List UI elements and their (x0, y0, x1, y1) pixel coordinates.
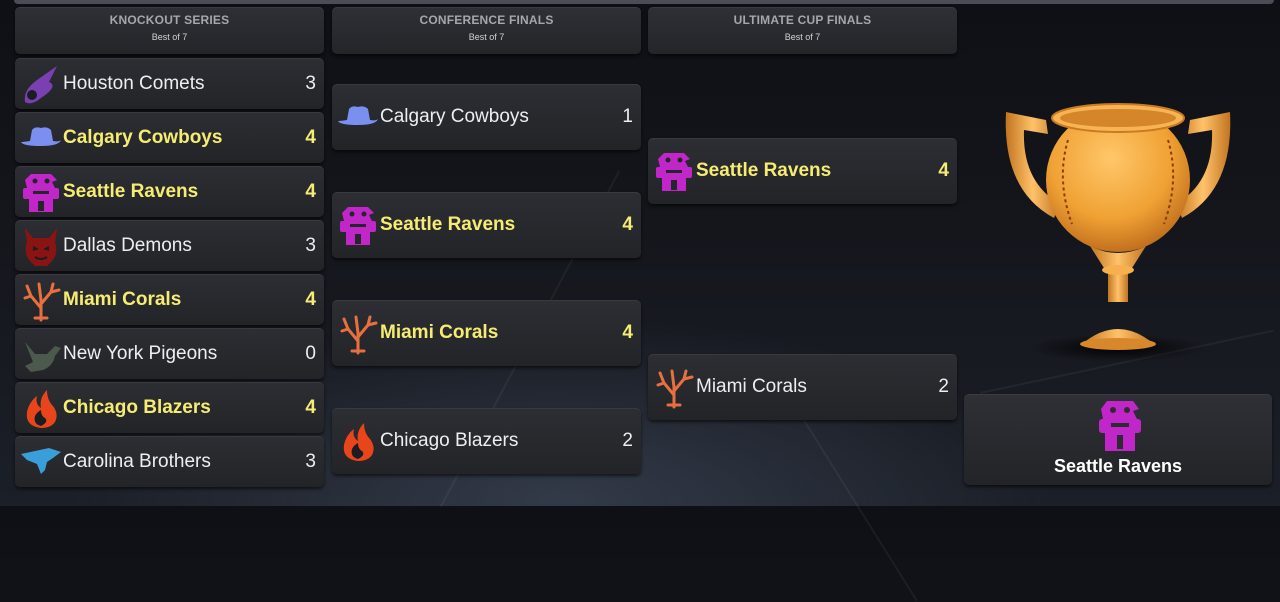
header-title: CONFERENCE FINALS (419, 13, 554, 27)
raven-totem-icon (656, 153, 692, 191)
team-name: Houston Comets (63, 73, 205, 94)
demon-icon (25, 228, 57, 266)
bracket-team-row[interactable]: Seattle Ravens 4 (332, 192, 641, 258)
bracket-team-row[interactable]: Houston Comets 3 (15, 58, 324, 109)
top-scrollbar (14, 0, 1274, 4)
champion-card[interactable]: Seattle Ravens (964, 394, 1272, 485)
series-score: 2 (938, 376, 949, 397)
bracket-team-row[interactable]: Chicago Blazers 4 (15, 382, 324, 433)
cowboy-hat-icon (338, 106, 378, 125)
header-conference-finals: CONFERENCE FINALS Best of 7 (332, 7, 641, 54)
flame-icon (343, 423, 374, 461)
bracket-team-row[interactable]: Seattle Ravens 4 (15, 166, 324, 217)
team-name: Chicago Blazers (63, 397, 211, 418)
cowboy-hat-icon (21, 127, 61, 146)
series-score: 0 (305, 343, 316, 364)
coral-icon (340, 315, 378, 355)
bracket-team-row[interactable]: New York Pigeons 0 (15, 328, 324, 379)
series-score: 3 (305, 451, 316, 472)
team-name: Calgary Cowboys (380, 106, 529, 127)
champion-team-name: Seattle Ravens (1053, 456, 1183, 476)
bracket-team-row[interactable]: Miami Corals 4 (15, 274, 324, 325)
team-name: Dallas Demons (63, 235, 192, 256)
header-title: ULTIMATE CUP FINALS (733, 13, 872, 27)
raven-totem-icon (340, 207, 376, 245)
header-title: KNOCKOUT SERIES (109, 13, 230, 27)
comet-icon (24, 66, 57, 104)
team-name: Seattle Ravens (696, 160, 832, 181)
team-name: Calgary Cowboys (63, 127, 223, 148)
series-score: 4 (622, 322, 633, 343)
raven-totem-icon (23, 174, 59, 212)
series-score: 4 (622, 214, 633, 235)
bracket-team-row[interactable]: Miami Corals 2 (648, 354, 957, 420)
series-score: 4 (305, 397, 316, 418)
team-name: Chicago Blazers (380, 430, 519, 451)
series-score: 4 (938, 160, 949, 181)
series-score: 4 (305, 127, 316, 148)
coral-icon (23, 282, 61, 322)
series-score: 4 (305, 289, 316, 310)
raven-totem-icon (1099, 401, 1141, 451)
flame-icon (26, 390, 57, 428)
team-name: Carolina Brothers (63, 451, 211, 472)
trophy-icon (1005, 103, 1231, 362)
team-name: Seattle Ravens (63, 181, 199, 202)
team-name: New York Pigeons (63, 343, 218, 364)
series-score: 3 (305, 235, 316, 256)
bracket-team-row[interactable]: Calgary Cowboys 4 (15, 112, 324, 163)
header-subtitle: Best of 7 (784, 32, 821, 42)
team-name: Miami Corals (696, 376, 807, 397)
header-knockout-series: KNOCKOUT SERIES Best of 7 (15, 7, 324, 54)
series-score: 1 (622, 106, 633, 127)
series-score: 4 (305, 181, 316, 202)
team-name: Miami Corals (63, 289, 182, 310)
team-name: Seattle Ravens (380, 214, 516, 235)
carolina-state-icon (21, 448, 61, 474)
bracket-team-row[interactable]: Carolina Brothers 3 (15, 436, 324, 487)
team-name: Miami Corals (380, 322, 499, 343)
coral-icon (656, 369, 694, 409)
series-score: 2 (622, 430, 633, 451)
header-ultimate-cup-finals: ULTIMATE CUP FINALS Best of 7 (648, 7, 957, 54)
header-subtitle: Best of 7 (468, 32, 505, 42)
series-score: 3 (305, 73, 316, 94)
pigeon-icon (25, 342, 61, 372)
bracket-team-row[interactable]: Dallas Demons 3 (15, 220, 324, 271)
header-subtitle: Best of 7 (151, 32, 188, 42)
bracket-team-row[interactable]: Seattle Ravens 4 (648, 138, 957, 204)
bracket-team-row[interactable]: Miami Corals 4 (332, 300, 641, 366)
bracket-team-row[interactable]: Chicago Blazers 2 (332, 408, 641, 474)
bracket-team-row[interactable]: Calgary Cowboys 1 (332, 84, 641, 150)
